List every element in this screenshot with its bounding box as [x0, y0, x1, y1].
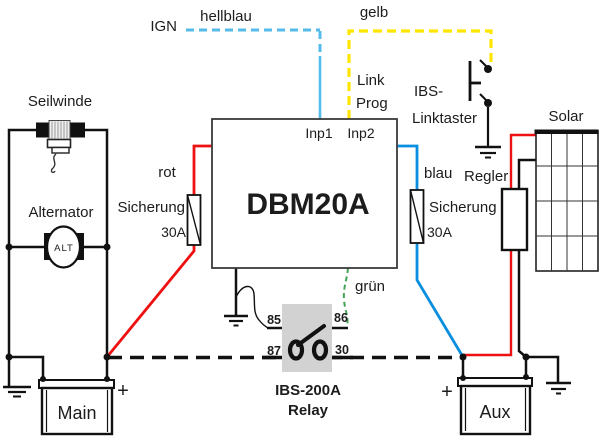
linktaster-button-icon — [468, 59, 492, 147]
seilwinde-label: Seilwinde — [28, 93, 92, 110]
solar-label: Solar — [548, 108, 583, 125]
solar-negative-wire — [517, 158, 536, 358]
hellblau-wire — [186, 28, 322, 119]
fuse-left-icon — [186, 194, 202, 246]
relay-name-label: IBS-200A — [275, 382, 341, 399]
winch-loop-right-wire — [84, 128, 109, 358]
main-battery-label: Main — [57, 403, 96, 423]
main-negative-step-wire — [9, 355, 45, 380]
controller-inp2-label: Inp2 — [347, 125, 374, 141]
relay-contact-right — [311, 339, 329, 361]
winch-loop-left-wire — [7, 128, 37, 358]
linktaster-label-line1: IBS- — [414, 83, 443, 100]
sicherung-right-label: Sicherung — [429, 199, 497, 216]
link-label: Link — [357, 72, 385, 89]
ign-label: IGN — [150, 18, 177, 35]
terminal-86-label: 86 — [334, 311, 348, 325]
linktaster-label-line2: Linktaster — [412, 110, 477, 127]
aux-battery-label: Aux — [479, 402, 510, 422]
winch-icon — [36, 120, 85, 174]
relay-type-label: Relay — [288, 402, 329, 419]
solar-panel-icon — [534, 129, 599, 272]
terminal-87-label: 87 — [267, 344, 281, 358]
aux-ground-wire — [526, 355, 560, 382]
gelb-label: gelb — [360, 4, 388, 21]
junction-dots — [5, 243, 530, 382]
main-battery: Main — [38, 379, 115, 436]
hellblau-label: hellblau — [200, 8, 252, 25]
main-plus-sign: + — [117, 380, 129, 402]
relay-box — [282, 304, 332, 372]
gelb-wire — [347, 29, 493, 119]
aux-plus-sign: + — [441, 381, 453, 403]
rating-right-label: 30A — [427, 224, 453, 240]
controller-ground-icon — [224, 314, 248, 327]
relay-coil-flex-wire — [235, 285, 269, 329]
controller-title: DBM20A — [246, 188, 369, 221]
rating-left-label: 30A — [161, 224, 187, 240]
controller-inp1-label: Inp1 — [305, 125, 332, 141]
relay-contact-left — [287, 339, 305, 361]
rot-label: rot — [158, 164, 176, 181]
gruen-wire — [342, 267, 349, 328]
relay-switch-arm — [296, 324, 326, 347]
prog-label: Prog — [356, 95, 388, 112]
terminal-85-label: 85 — [267, 313, 281, 327]
regler-box — [500, 187, 529, 252]
gruen-label: grün — [355, 278, 385, 295]
alternator-label: Alternator — [28, 204, 93, 221]
regler-label: Regler — [464, 168, 508, 185]
alternator-icon-label: ALT — [54, 243, 74, 254]
linktaster-ground-icon — [475, 145, 501, 159]
terminal-30-label: 30 — [335, 343, 349, 357]
alternator-icon: ALT — [44, 225, 84, 269]
aux-battery: Aux — [457, 377, 533, 436]
main-ground-icon — [3, 385, 31, 398]
fuse-right-icon — [409, 189, 425, 244]
blau-label: blau — [424, 165, 452, 182]
sicherung-left-label: Sicherung — [117, 199, 185, 216]
controller-box: DBM20A Inp1 Inp2 — [211, 118, 398, 269]
aux-ground-icon — [546, 381, 571, 395]
